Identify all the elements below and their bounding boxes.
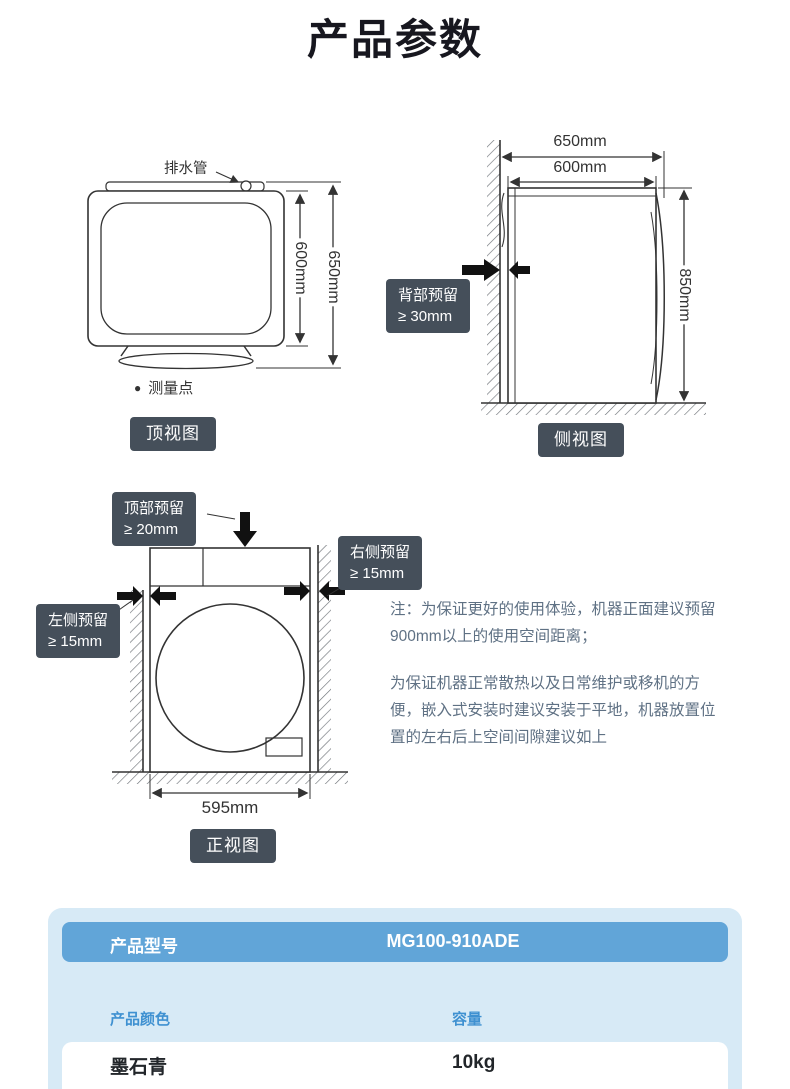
back-reserve-value: ≥ 30mm [398,308,453,325]
side-view-hose [501,192,505,248]
right-gap-arrow-left [319,581,345,601]
top-reserve-value: ≥ 20mm [124,521,179,538]
drain-pipe-callout-line [215,171,240,183]
front-view-extension-lines [149,774,311,799]
drain-pipe-port [240,180,252,192]
front-view-right-wall [318,545,331,772]
dim-label-600mm-side-view: 600mm [553,159,607,176]
top-view-base [118,352,254,370]
left-gap-arrow-left [150,586,176,606]
back-reserve-label: 背部预留 [398,287,459,304]
left-reserve-badge: 左侧预留 ≥ 15mm [36,604,121,658]
top-reserve-badge: 顶部预留 ≥ 20mm [112,492,197,546]
right-reserve-badge: 右侧预留 ≥ 15mm [338,536,423,590]
spec-table-values-panel [62,1042,728,1089]
page-title: 产品参数 [306,16,483,63]
measure-point-row: ● 测量点 [134,377,193,398]
side-view-floor [481,403,706,415]
dim-label-650mm-side-view: 650mm [553,133,607,150]
top-gap-arrow-down [233,512,257,547]
spec-table-header-bar [62,922,728,962]
capacity-label: 容量 [452,1011,483,1028]
model-value: MG100-910ADE [386,931,520,951]
back-gap-arrow-right [462,259,500,281]
side-view-drawing [462,140,706,415]
top-view-lid [100,202,272,335]
dim-label-600mm-top-view: 600mm [291,238,309,298]
back-gap-arrow-left [509,261,530,279]
color-value: 墨石青 [110,1057,168,1078]
note-paragraph-2: 为保证机器正常散热以及日常维护或移机的方便，嵌入式安装时建议安装于平地，机器放置… [390,675,716,747]
side-view-door-bulge [655,192,665,401]
right-gap-arrow-right [284,581,310,601]
front-view-left-wall [130,590,143,772]
top-view-machine-outline [87,190,285,347]
top-view-drawing [87,171,341,370]
dim-label-850mm-side-view: 850mm [675,265,693,325]
right-reserve-value: ≥ 15mm [350,565,405,582]
dim-label-595mm-front-view: 595mm [201,798,259,817]
left-reserve-label: 左侧预留 [48,612,109,629]
top-view-back-strip [105,181,265,192]
left-reserve-value: ≥ 15mm [48,633,103,650]
front-view-floor [112,772,348,784]
front-view-machine-outline [149,547,311,773]
model-label: 产品型号 [110,937,178,956]
side-view-badge: 侧视图 [538,423,624,457]
top-view-badge: 顶视图 [130,417,216,451]
side-view-extension-lines [507,151,692,198]
measure-point-dot-icon: ● [134,380,142,395]
front-view-badge: 正视图 [190,829,276,863]
left-gap-arrow-right [117,586,143,606]
color-label: 产品颜色 [110,1011,171,1028]
drain-pipe-label: 排水管 [164,161,208,177]
top-reserve-label: 顶部预留 [124,500,185,517]
front-view-door [155,603,305,753]
measure-point-label: 测量点 [148,380,194,397]
front-view-drawing [112,512,351,799]
dim-label-650mm-top-view: 650mm [324,247,342,307]
top-view-extension-lines [256,181,341,369]
spec-table: 产品型号 MG100-910ADE 产品颜色 容量 墨石青 10kg [48,908,742,1089]
diagram-linework [87,140,706,799]
right-reserve-label: 右侧预留 [350,544,411,561]
note-paragraph-1: 注：为保证更好的使用体验，机器正面建议预留900mm以上的使用空间距离； [390,601,716,646]
side-view-machine-outline [507,187,657,404]
front-view-filter-panel [265,737,303,757]
back-reserve-badge: 背部预留 ≥ 30mm [386,279,471,333]
capacity-value: 10kg [452,1052,496,1073]
